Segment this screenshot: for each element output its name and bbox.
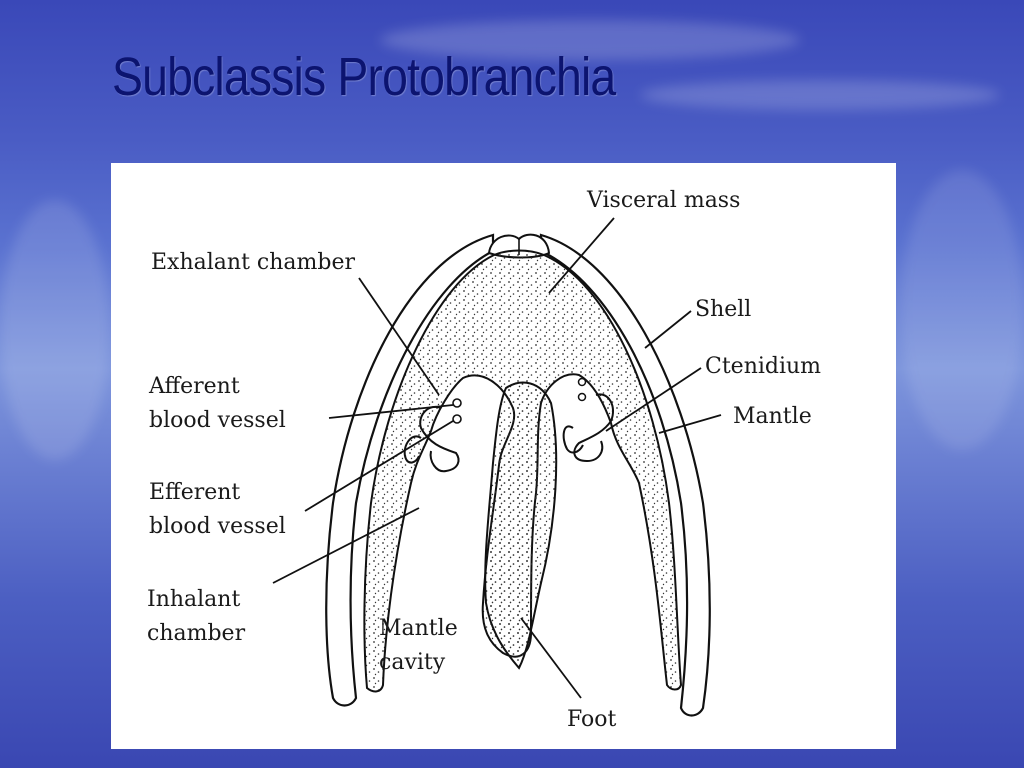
label-inhalant-line1: Inhalant [147, 587, 240, 612]
ctenidium-left [403, 405, 460, 473]
label-afferent-line2: blood vessel [149, 408, 286, 433]
label-efferent-line2: blood vessel [149, 514, 286, 539]
label-ctenidium: Ctenidium [705, 354, 821, 379]
label-inhalant-line2: chamber [147, 621, 246, 646]
afferent-vessel-left [452, 398, 462, 408]
foot [484, 381, 558, 670]
ctenidium-right [562, 393, 615, 463]
diagram-panel: Visceral mass Exhalant chamber Shell Cte… [111, 163, 896, 749]
bivalve-cross-section-diagram: Visceral mass Exhalant chamber Shell Cte… [147, 188, 821, 732]
afferent-vessel-right [577, 377, 587, 387]
shell-left-valve [325, 233, 495, 707]
label-shell: Shell [695, 297, 751, 322]
efferent-vessel-right [577, 392, 587, 402]
label-visceral-mass: Visceral mass [586, 188, 740, 213]
label-mantle-cavity-line2: cavity [379, 650, 446, 675]
label-mantle: Mantle [733, 404, 812, 429]
leader-lines [272, 217, 722, 699]
label-exhalant-chamber: Exhalant chamber [151, 250, 355, 275]
label-afferent-line1: Afferent [148, 374, 240, 399]
efferent-vessel-left [452, 414, 462, 424]
slide-title: Subclassis Protobranchia [112, 47, 616, 107]
label-efferent-line1: Efferent [149, 480, 240, 505]
label-mantle-cavity-line1: Mantle [379, 616, 458, 641]
label-foot: Foot [567, 707, 617, 732]
